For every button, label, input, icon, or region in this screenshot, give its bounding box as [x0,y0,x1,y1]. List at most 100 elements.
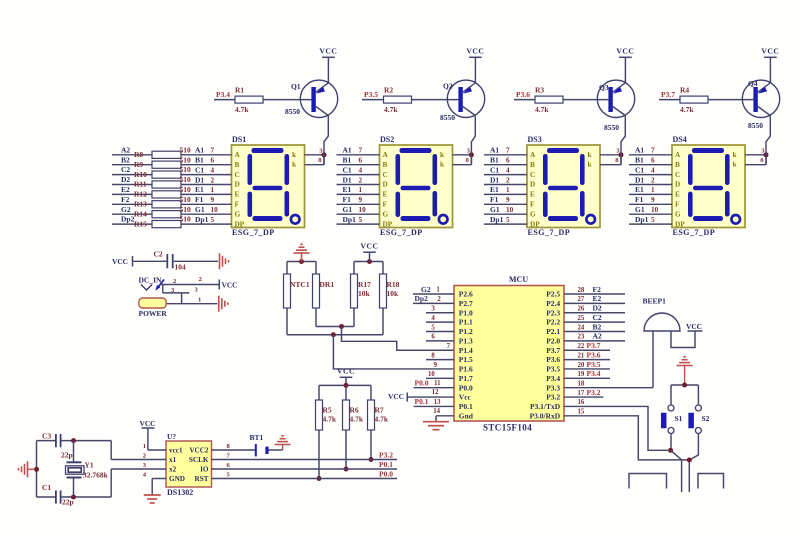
svg-text:D2: D2 [593,304,602,313]
svg-text:3: 3 [431,306,435,313]
svg-text:P3.7: P3.7 [546,346,560,355]
svg-text:3: 3 [195,287,199,294]
svg-text:3: 3 [143,462,147,469]
svg-text:10k: 10k [358,289,371,298]
svg-text:2: 2 [143,453,147,460]
svg-text:P1.4: P1.4 [459,346,473,355]
svg-text:VCC: VCC [319,47,337,56]
svg-text:C2: C2 [593,313,602,322]
svg-text:Y1: Y1 [85,461,94,470]
svg-text:8550: 8550 [440,113,455,122]
svg-text:10: 10 [651,206,659,214]
svg-text:7: 7 [211,147,215,155]
svg-text:9: 9 [506,196,510,204]
svg-text:12: 12 [432,389,439,396]
svg-text:3: 3 [616,148,620,155]
svg-text:D2: D2 [121,175,130,184]
svg-text:P3.5: P3.5 [546,365,560,374]
svg-text:P0.0: P0.0 [379,469,393,478]
svg-text:P3.2: P3.2 [546,393,560,402]
svg-text:510: 510 [180,205,192,214]
svg-text:A2: A2 [593,332,602,341]
svg-text:F: F [235,200,240,209]
svg-text:28: 28 [578,287,585,294]
svg-text:DS1302: DS1302 [167,488,193,497]
svg-text:18: 18 [578,381,585,388]
svg-text:D1: D1 [343,175,352,184]
svg-text:ESG_7_DP: ESG_7_DP [232,228,275,237]
svg-text:R14: R14 [134,209,147,218]
svg-text:9: 9 [359,196,363,204]
svg-text:A: A [675,150,681,159]
svg-text:8: 8 [431,352,435,359]
svg-text:4: 4 [359,166,363,174]
svg-text:Dp2: Dp2 [415,294,429,303]
svg-text:P1.2: P1.2 [459,327,473,336]
svg-text:R12: R12 [134,190,147,199]
svg-text:k: k [292,160,297,169]
svg-text:DC_IN: DC_IN [139,275,163,284]
svg-text:5: 5 [431,324,435,331]
svg-text:9: 9 [651,196,655,204]
svg-text:510: 510 [180,185,192,194]
svg-text:A: A [383,150,389,159]
svg-text:32.768k: 32.768k [83,471,109,480]
svg-text:6: 6 [227,462,231,469]
svg-text:VCC: VCC [466,47,484,56]
svg-text:Q4: Q4 [748,79,758,88]
svg-text:5: 5 [506,216,510,224]
svg-text:1: 1 [436,286,440,293]
svg-text:vcc1: vcc1 [169,447,183,455]
svg-text:A1: A1 [490,146,499,155]
svg-text:R17: R17 [358,280,371,289]
svg-text:A2: A2 [121,145,130,154]
svg-text:P3.4: P3.4 [546,374,560,383]
svg-text:ESG_7_DP: ESG_7_DP [673,228,716,237]
svg-text:8550: 8550 [604,123,619,132]
svg-text:P3.4: P3.4 [587,369,601,378]
svg-text:P3.0/RxD: P3.0/RxD [530,411,561,420]
svg-text:G2: G2 [421,285,431,294]
svg-text:G1: G1 [195,205,205,214]
svg-text:R13: R13 [134,200,147,209]
svg-text:P3.5: P3.5 [364,90,378,99]
svg-text:13: 13 [434,399,441,406]
svg-text:8550: 8550 [285,107,300,116]
svg-text:P0.0: P0.0 [415,379,429,388]
svg-text:x2: x2 [169,466,177,474]
svg-text:G1: G1 [343,205,353,214]
svg-text:3: 3 [171,287,175,294]
svg-text:22p: 22p [61,451,73,460]
svg-text:22: 22 [578,343,585,350]
svg-text:P1.5: P1.5 [459,355,473,364]
svg-text:4: 4 [143,472,147,479]
svg-text:R18: R18 [387,280,400,289]
svg-text:P0.1: P0.1 [415,397,429,406]
svg-text:R8: R8 [134,150,143,159]
svg-text:P0.0: P0.0 [459,383,473,392]
svg-text:P0.1: P0.1 [379,460,393,469]
svg-text:VCC: VCC [361,242,379,251]
svg-text:VCC: VCC [222,281,238,290]
svg-text:P3.4: P3.4 [216,90,230,99]
svg-text:20: 20 [578,362,585,369]
svg-text:1: 1 [506,186,510,194]
svg-text:2: 2 [506,176,510,184]
svg-text:10: 10 [428,371,435,378]
svg-text:1: 1 [211,186,215,194]
svg-text:4.7k: 4.7k [535,105,549,114]
svg-text:k: k [588,160,593,169]
svg-text:2: 2 [651,176,655,184]
svg-text:G1: G1 [635,205,645,214]
svg-text:D: D [383,180,388,189]
svg-text:8: 8 [318,157,322,164]
svg-text:P0.1: P0.1 [459,402,473,411]
svg-text:B1: B1 [635,156,644,165]
svg-text:C1: C1 [195,165,204,174]
svg-text:25: 25 [578,315,585,322]
svg-text:9: 9 [434,362,438,369]
svg-text:E1: E1 [635,185,644,194]
svg-text:C1: C1 [343,165,352,174]
svg-text:D: D [235,180,240,189]
svg-text:7: 7 [651,147,655,155]
